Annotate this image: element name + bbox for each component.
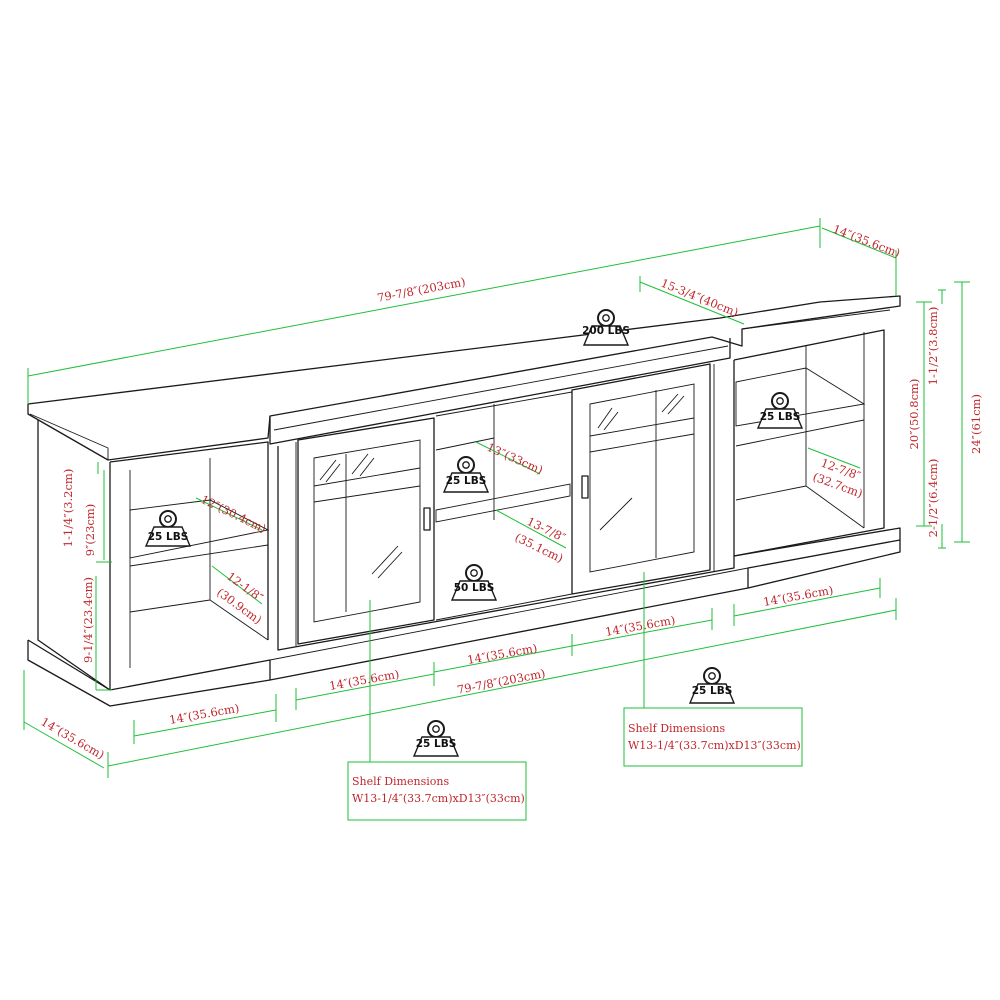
overall-depth-top: 14″(35.6cm) — [831, 222, 902, 260]
left-bottom — [129, 599, 211, 613]
left-note-box — [347, 761, 527, 821]
right-shelf — [735, 367, 866, 447]
center-cabinet-frame — [277, 360, 735, 651]
overall-depth-bottom: 14″(35.6cm) — [39, 714, 107, 762]
left-door-muntins — [313, 454, 421, 612]
top-panel — [27, 295, 901, 461]
right-cabinet-frame — [733, 329, 885, 557]
center-top-edge — [273, 345, 729, 431]
left-shelf — [129, 499, 270, 567]
right-door-pane — [589, 383, 695, 573]
right-door-muntins — [589, 390, 695, 558]
left-door-glare — [319, 453, 403, 579]
base-height: 2-1/2″(6.4cm) — [926, 459, 940, 538]
center-shelf-weight-label: 25 LBS — [446, 475, 487, 487]
right-note-box — [623, 707, 803, 767]
center-open-frame — [435, 391, 573, 520]
top-weight-label: 200 LBS — [582, 325, 630, 337]
center-depth: 15-3/4″(40cm) — [659, 276, 741, 320]
center-cabinet-weight-label: 25 LBS — [416, 738, 457, 750]
left-upper-height: 9″(23cm) — [83, 504, 97, 557]
overall-width-top: 79-7/8″(203cm) — [376, 275, 467, 305]
right-door-width: 14″(35.6cm) — [604, 613, 676, 639]
base-plinth-edge — [269, 567, 749, 661]
top-panel-edge — [29, 413, 109, 460]
left-shelf-width: 12″(30.4cm) — [199, 492, 269, 536]
left-lower-height: 9-1/4″(23.4cm) — [81, 577, 95, 663]
base-plinth-lower — [27, 540, 901, 707]
right-glass-door — [571, 363, 711, 595]
left-door-width: 14″(35.6cm) — [328, 667, 400, 693]
right-shelf-weight-label: 25 LBS — [760, 411, 801, 423]
center-open-width: 14″(35.6cm) — [466, 641, 538, 667]
left-note-title: Shelf Dimensions — [352, 775, 449, 788]
overall-width-bottom: 79-7/8″(203cm) — [456, 666, 547, 697]
center-cabinet-posts — [295, 364, 715, 646]
right-note-text: W13-1/4″(33.7cm)xD13″(33cm) — [628, 739, 801, 752]
left-note-text: W13-1/4″(33.7cm)xD13″(33cm) — [352, 792, 525, 805]
dimension-lines — [23, 218, 970, 821]
right-top-edge — [741, 309, 891, 330]
left-shelf-weight-label: 25 LBS — [148, 531, 189, 543]
total-height: 24″(61cm) — [969, 394, 983, 454]
right-cabinet-weight-label: 25 LBS — [692, 685, 733, 697]
right-door-handle — [581, 475, 589, 499]
center-shelf — [435, 483, 571, 523]
left-door-pane — [313, 439, 421, 623]
top-thickness: 1-1/2″(3.8cm) — [926, 307, 940, 386]
right-section-width: 14″(35.6cm) — [762, 583, 834, 609]
left-gap-top: 1-1/4″(3.2cm) — [61, 469, 75, 548]
right-bottom — [735, 485, 807, 501]
left-cabinet-frame — [109, 441, 269, 640]
left-door-handle — [423, 507, 431, 531]
tv-stand-drawing — [27, 295, 901, 707]
center-top — [269, 338, 731, 445]
right-note-title: Shelf Dimensions — [628, 722, 725, 735]
right-door-glare — [597, 393, 685, 531]
center-bottom-weight-label: 50 LBS — [454, 582, 495, 594]
cabinet-height: 20″(50.8cm) — [907, 379, 921, 450]
left-cabinet-side — [37, 420, 111, 691]
left-glass-door — [297, 417, 435, 645]
center-bottom — [435, 593, 573, 621]
